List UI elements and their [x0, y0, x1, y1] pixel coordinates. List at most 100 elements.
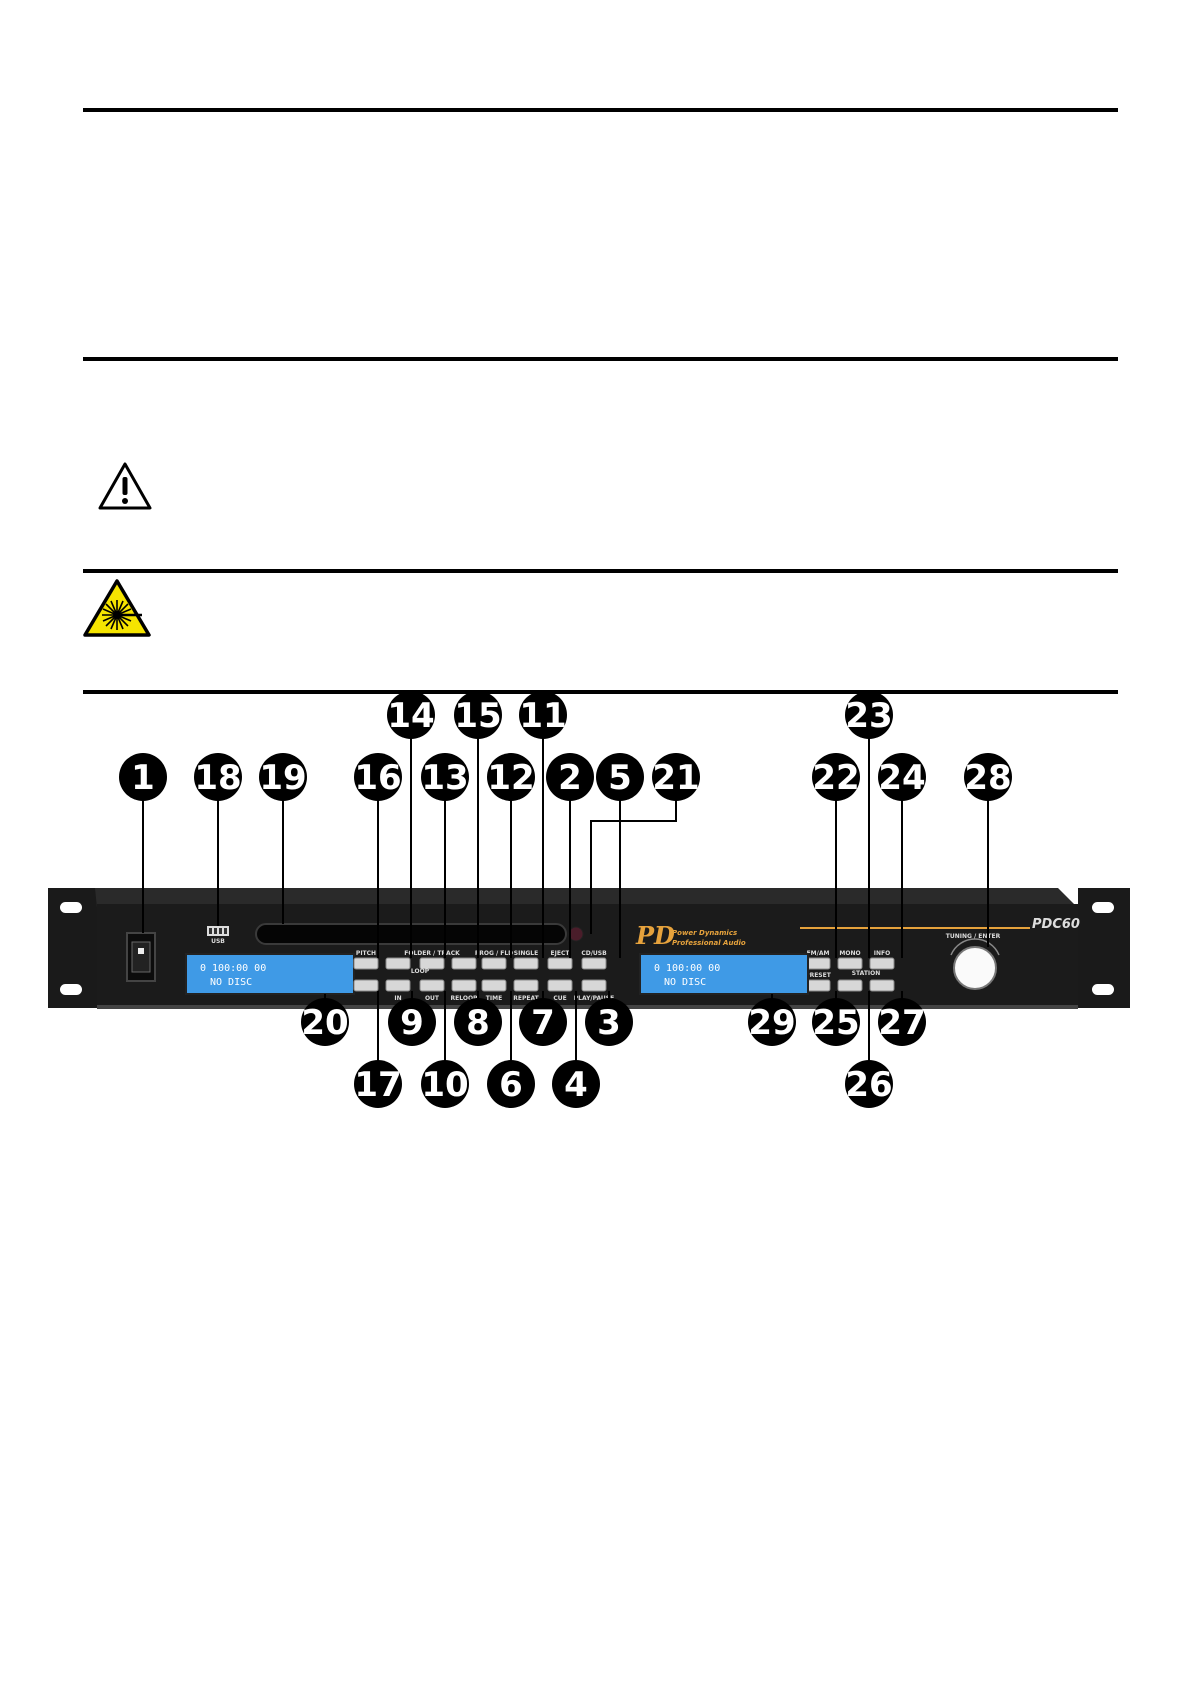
callout-18: 18: [194, 753, 242, 926]
play-pause-label: PLAY/PAUSE: [574, 995, 614, 1002]
callout-10: 10: [421, 991, 469, 1108]
repeat-label: REPEAT: [513, 995, 539, 1002]
svg-text:0 100:00 00: 0 100:00 00: [654, 963, 720, 974]
callout-25: 25: [812, 991, 860, 1046]
svg-text:4: 4: [564, 1065, 588, 1105]
caution-warning-icon: [97, 461, 153, 516]
svg-text:24: 24: [878, 758, 925, 798]
svg-text:6: 6: [499, 1065, 523, 1105]
top-rule: [83, 108, 1118, 112]
usb-port: [207, 926, 229, 936]
svg-text:15: 15: [454, 696, 501, 736]
svg-text:16: 16: [354, 758, 401, 798]
prog-label: PROG / FLD: [475, 950, 513, 957]
callout-2: 2: [546, 753, 594, 958]
callout-6: 6: [487, 991, 535, 1108]
pitch-button: PITCH: [353, 950, 379, 970]
svg-text:26: 26: [845, 1065, 892, 1105]
callout-12: 12: [487, 753, 535, 958]
fm-am-label: FM/AM: [807, 950, 830, 957]
svg-text:27: 27: [878, 1003, 925, 1043]
svg-text:13: 13: [421, 758, 468, 798]
svg-text:22: 22: [812, 758, 859, 798]
laser-warning-icon: [82, 578, 152, 643]
callout-8: 8: [454, 991, 502, 1046]
usb-label: USB: [211, 938, 225, 945]
mono-button: MONO: [837, 950, 863, 970]
svg-text:PD: PD: [635, 921, 675, 950]
callout-24: 24: [878, 753, 926, 958]
reloop-button: RELOOP: [451, 979, 479, 1002]
ir-sensor: [568, 926, 584, 942]
panel-button: [451, 957, 477, 970]
svg-text:18: 18: [194, 758, 241, 798]
callout-21: 21: [590, 753, 700, 934]
svg-text:3: 3: [597, 1003, 621, 1043]
callout-1: 1: [119, 753, 167, 933]
knob-label: TUNING / ENTER: [946, 933, 1001, 940]
play-pause-button: PLAY/PAUSE: [574, 979, 614, 1002]
panel-button: [869, 979, 895, 992]
svg-text:28: 28: [964, 758, 1011, 798]
callout-26: 26: [845, 991, 893, 1108]
in-label: IN: [394, 995, 401, 1002]
cue-button: CUE: [547, 979, 573, 1002]
callout-4: 4: [552, 991, 600, 1108]
eject-button: EJECT: [547, 950, 573, 970]
mono-label: MONO: [839, 950, 860, 957]
callout-27: 27: [878, 991, 926, 1046]
callout-7: 7: [519, 991, 567, 1046]
time-label: TIME: [486, 995, 502, 1002]
preset-button: PRESET: [805, 972, 832, 992]
svg-text:Professional Audio: Professional Audio: [672, 939, 746, 947]
panel-button: [385, 957, 411, 970]
preset-label: PRESET: [805, 972, 832, 979]
callout-23: 23: [845, 691, 893, 958]
prog-button: PROG / FLD: [475, 950, 513, 970]
callout-29: 29: [748, 994, 796, 1046]
svg-text:14: 14: [387, 696, 434, 736]
brand-logo: PD Power Dynamics Professional Audio: [635, 921, 746, 950]
in-button: IN: [385, 979, 411, 1002]
panel-button: [353, 979, 379, 992]
info-button: INFO: [869, 950, 895, 970]
repeat-button: REPEAT: [513, 979, 540, 1002]
out-button: OUT: [419, 979, 445, 1002]
callout-3: 3: [585, 991, 633, 1046]
svg-text:19: 19: [259, 758, 306, 798]
single-button: SINGLE: [513, 950, 539, 970]
pitch-label: PITCH: [356, 950, 376, 957]
svg-text:23: 23: [845, 696, 892, 736]
tuning-enter-knob: [953, 946, 997, 990]
callout-28: 28: [964, 753, 1012, 947]
svg-text:8: 8: [466, 1003, 490, 1043]
callout-20: 20: [301, 994, 349, 1046]
svg-text:2: 2: [558, 758, 582, 798]
svg-text:21: 21: [652, 758, 699, 798]
cd-usb-label: CD/USB: [581, 950, 607, 957]
callout-13: 13: [421, 753, 469, 958]
folder-track-label: FOLDER / TRACK: [404, 950, 460, 957]
callout-17: 17: [354, 991, 402, 1108]
svg-text:12: 12: [487, 758, 534, 798]
callout-9: 9: [388, 991, 436, 1046]
info-label: INFO: [874, 950, 890, 957]
svg-text:10: 10: [421, 1065, 468, 1105]
reloop-label: RELOOP: [451, 995, 479, 1002]
svg-text:11: 11: [519, 696, 566, 736]
callout-14: 14: [387, 691, 435, 958]
svg-text:7: 7: [531, 1003, 555, 1043]
callout-11: 11: [519, 691, 567, 958]
section-rule-2: [83, 357, 1118, 361]
svg-text:20: 20: [301, 1003, 348, 1043]
out-label: OUT: [425, 995, 440, 1002]
cd-usb-button: CD/USB: [581, 950, 607, 970]
folder-track-button: FOLDER / TRACK: [404, 950, 460, 970]
station-label: STATION: [852, 970, 881, 977]
callout-16: 16: [354, 753, 402, 958]
left-rack-ear: [48, 888, 97, 1008]
svg-text:Power Dynamics: Power Dynamics: [672, 929, 737, 937]
lcd-display-left: [185, 953, 355, 995]
svg-text:29: 29: [748, 1003, 795, 1043]
